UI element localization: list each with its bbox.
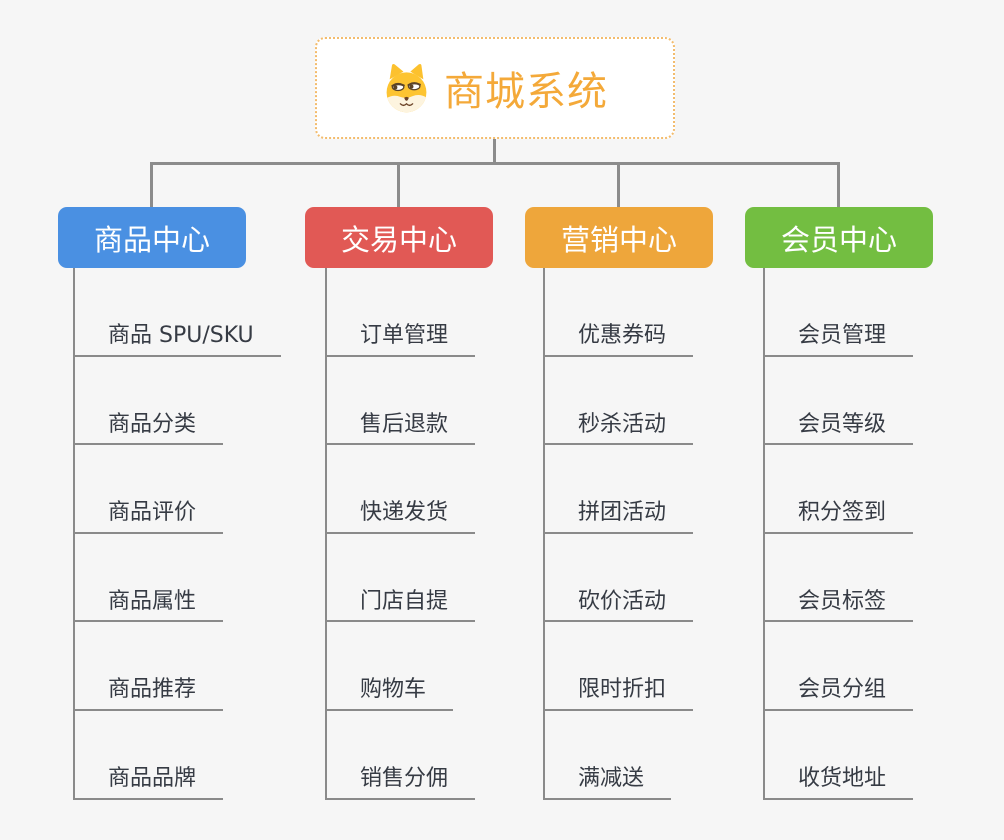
dog-face-icon: [386, 63, 427, 112]
leaf-topic[interactable]: 商品分类: [75, 357, 224, 446]
leaf-topic-label: 砍价活动: [578, 588, 667, 614]
leaf-topic-label: 限时折扣: [578, 677, 667, 703]
branch-topic[interactable]: 商品中心: [58, 207, 246, 268]
connector-rail: [150, 162, 839, 165]
connector-drop-branch-3: [617, 162, 620, 208]
leaf-topic-label: 会员分组: [798, 677, 887, 703]
branch-topic-label: 商品中心: [93, 222, 210, 257]
leaf-topic-label: 商品属性: [108, 588, 197, 614]
leaf-topic-label: 商品品牌: [108, 766, 197, 792]
leaf-topic[interactable]: 会员分组: [765, 622, 914, 711]
connector-drop-branch-1: [150, 162, 153, 208]
leaf-topic[interactable]: 商品评价: [75, 445, 224, 534]
leaf-topic-label: 会员等级: [798, 411, 887, 437]
leaf-topic[interactable]: 砍价活动: [545, 534, 694, 623]
leaf-topic-label: 积分签到: [798, 500, 887, 526]
leaf-topic[interactable]: 会员等级: [765, 357, 914, 446]
leaf-topic[interactable]: 购物车: [327, 622, 454, 711]
branch-children: 优惠券码秒杀活动拼团活动砍价活动限时折扣满减送: [543, 268, 694, 800]
leaf-topic-label: 满减送: [578, 766, 645, 792]
leaf-topic[interactable]: 商品 SPU/SKU: [75, 268, 281, 357]
leaf-topic-label: 门店自提: [360, 588, 449, 614]
leaf-topic-label: 拼团活动: [578, 500, 667, 526]
leaf-topic-label: 会员标签: [798, 588, 887, 614]
leaf-topic[interactable]: 收货地址: [765, 711, 914, 800]
leaf-topic-label: 商品 SPU/SKU: [108, 323, 254, 349]
leaf-topic-label: 会员管理: [798, 323, 887, 349]
leaf-topic-label: 售后退款: [360, 411, 449, 437]
leaf-topic-label: 快递发货: [360, 500, 449, 526]
branch-topic[interactable]: 交易中心: [305, 207, 493, 268]
branch-topic[interactable]: 营销中心: [525, 207, 713, 268]
leaf-topic-label: 优惠券码: [578, 323, 667, 349]
leaf-topic[interactable]: 会员标签: [765, 534, 914, 623]
leaf-topic-label: 购物车: [360, 677, 427, 703]
leaf-topic-label: 收货地址: [798, 766, 887, 792]
root-topic-label: 商城系统: [444, 69, 608, 115]
leaf-topic[interactable]: 门店自提: [327, 534, 476, 623]
leaf-topic[interactable]: 快递发货: [327, 445, 476, 534]
branch-topic-label: 会员中心: [780, 222, 897, 257]
leaf-topic[interactable]: 满减送: [545, 711, 672, 800]
branch: 交易中心 订单管理售后退款快递发货门店自提购物车销售分佣: [305, 207, 493, 800]
leaf-topic-label: 销售分佣: [360, 766, 449, 792]
leaf-topic[interactable]: 拼团活动: [545, 445, 694, 534]
leaf-topic[interactable]: 销售分佣: [327, 711, 476, 800]
leaf-topic-label: 商品评价: [108, 500, 197, 526]
branch-topic-label: 交易中心: [340, 222, 457, 257]
leaf-topic[interactable]: 商品品牌: [75, 711, 224, 800]
branch: 营销中心 优惠券码秒杀活动拼团活动砍价活动限时折扣满减送: [525, 207, 713, 800]
leaf-topic-label: 商品分类: [108, 411, 197, 437]
branch: 商品中心 商品 SPU/SKU 商品分类商品评价商品属性商品推荐商品品牌: [58, 207, 281, 800]
leaf-topic[interactable]: 秒杀活动: [545, 357, 694, 446]
leaf-topic-label: 商品推荐: [108, 677, 197, 703]
connector-drop-branch-2: [397, 162, 400, 208]
branch: 会员中心 会员管理会员等级积分签到会员标签会员分组收货地址: [745, 207, 933, 800]
connector-root-stem: [493, 139, 496, 165]
leaf-topic-label: 订单管理: [360, 323, 449, 349]
branch-children: 商品 SPU/SKU 商品分类商品评价商品属性商品推荐商品品牌: [73, 268, 281, 800]
leaf-topic[interactable]: 优惠券码: [545, 268, 694, 357]
leaf-topic[interactable]: 商品推荐: [75, 622, 224, 711]
leaf-topic-label: 秒杀活动: [578, 411, 667, 437]
leaf-topic[interactable]: 订单管理: [327, 268, 476, 357]
connector-drop-branch-4: [837, 162, 840, 208]
root-topic[interactable]: 商城系统: [315, 37, 675, 139]
leaf-topic[interactable]: 限时折扣: [545, 622, 694, 711]
leaf-topic[interactable]: 积分签到: [765, 445, 914, 534]
branch-topic-label: 营销中心: [560, 222, 677, 257]
branch-children: 订单管理售后退款快递发货门店自提购物车销售分佣: [325, 268, 476, 800]
branch-children: 会员管理会员等级积分签到会员标签会员分组收货地址: [763, 268, 914, 800]
leaf-topic[interactable]: 售后退款: [327, 357, 476, 446]
leaf-topic[interactable]: 商品属性: [75, 534, 224, 623]
leaf-topic[interactable]: 会员管理: [765, 268, 914, 357]
branch-topic[interactable]: 会员中心: [745, 207, 933, 268]
